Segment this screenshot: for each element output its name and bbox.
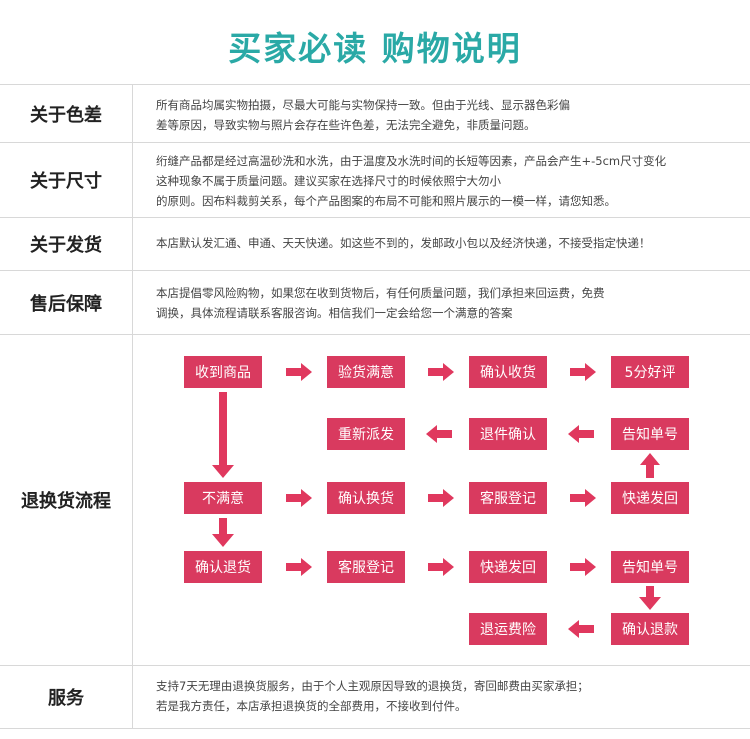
flow-box-return-confirm: 退件确认 bbox=[469, 418, 547, 450]
arrow-right-icon bbox=[570, 489, 596, 507]
row-shipping: 关于发货 本店默认发汇通、申通、天天快递。如这些不到的，发邮政小包以及经济快递，… bbox=[0, 218, 750, 271]
flow-box-notify-tracking-2: 告知单号 bbox=[611, 551, 689, 583]
row-text: 支持7天无理由退换货服务，由于个人主观原因导致的退换货，寄回邮费由买家承担； 若… bbox=[156, 679, 589, 713]
flow-box-confirm-receipt: 确认收货 bbox=[469, 356, 547, 388]
arrow-down-icon bbox=[212, 518, 234, 547]
flow-box-received: 收到商品 bbox=[184, 356, 262, 388]
arrow-right-icon bbox=[570, 558, 596, 576]
arrow-right-icon bbox=[286, 558, 312, 576]
return-flowchart: 收到商品 验货满意 确认收货 5分好评 重新派发 退件确认 告知单号 不满意 确… bbox=[133, 335, 750, 665]
flow-box-resend: 重新派发 bbox=[327, 418, 405, 450]
row-size: 关于尺寸 绗缝产品都是经过高温砂洗和水洗，由于温度及水洗时间的长短等因素，产品会… bbox=[0, 143, 750, 218]
arrow-right-icon bbox=[428, 363, 454, 381]
row-text: 绗缝产品都是经过高温砂洗和水洗，由于温度及水洗时间的长短等因素，产品会产生+-5… bbox=[156, 154, 667, 208]
arrow-left-icon bbox=[568, 425, 594, 443]
row-label: 关于尺寸 bbox=[30, 171, 102, 192]
arrow-left-icon bbox=[426, 425, 452, 443]
row-text: 所有商品均属实物拍摄，尽最大可能与实物保持一致。但由于光线、显示器色彩偏 差等原… bbox=[156, 98, 570, 132]
flow-box-shipping-insurance: 退运费险 bbox=[469, 613, 547, 645]
flow-box-confirm-exchange: 确认换货 bbox=[327, 482, 405, 514]
arrow-left-icon bbox=[568, 620, 594, 638]
arrow-right-icon bbox=[428, 558, 454, 576]
flow-box-inspected: 验货满意 bbox=[327, 356, 405, 388]
flow-box-express-return: 快递发回 bbox=[611, 482, 689, 514]
flow-box-five-star: 5分好评 bbox=[611, 356, 689, 388]
flow-box-service-register: 客服登记 bbox=[469, 482, 547, 514]
row-label: 售后保障 bbox=[30, 293, 102, 315]
arrow-right-icon bbox=[570, 363, 596, 381]
arrow-right-icon bbox=[286, 363, 312, 381]
flow-box-service-register-2: 客服登记 bbox=[327, 551, 405, 583]
flow-box-confirm-refund: 确认退款 bbox=[611, 613, 689, 645]
row-after-sales: 售后保障 本店提倡零风险购物，如果您在收到货物后，有任何质量问题，我们承担来回运… bbox=[0, 271, 750, 335]
flow-box-express-return-2: 快递发回 bbox=[469, 551, 547, 583]
arrow-down-icon bbox=[212, 392, 234, 478]
row-label: 退换货流程 bbox=[21, 491, 111, 512]
row-label: 服务 bbox=[48, 688, 84, 709]
row-color-difference: 关于色差 所有商品均属实物拍摄，尽最大可能与实物保持一致。但由于光线、显示器色彩… bbox=[0, 85, 750, 143]
row-label: 关于发货 bbox=[30, 235, 102, 256]
flow-arrows bbox=[212, 363, 661, 638]
flow-box-confirm-refund-goods: 确认退货 bbox=[184, 551, 262, 583]
arrow-right-icon bbox=[286, 489, 312, 507]
arrow-up-icon bbox=[640, 453, 660, 478]
flow-box-notify-tracking: 告知单号 bbox=[611, 418, 689, 450]
row-label: 关于色差 bbox=[30, 104, 102, 126]
flow-box-unsatisfied: 不满意 bbox=[184, 482, 262, 514]
arrow-down-icon bbox=[639, 586, 661, 610]
row-return-process: 退换货流程 收到商品 验货满意 确认收货 5分好评 重新派发 退件确认 告知单号… bbox=[0, 335, 750, 666]
row-text: 本店提倡零风险购物，如果您在收到货物后，有任何质量问题，我们承担来回运费，免费 … bbox=[156, 286, 605, 320]
row-text: 本店默认发汇通、申通、天天快递。如这些不到的，发邮政小包以及经济快递，不接受指定… bbox=[156, 236, 651, 250]
info-table: 关于色差 所有商品均属实物拍摄，尽最大可能与实物保持一致。但由于光线、显示器色彩… bbox=[0, 84, 750, 729]
arrow-right-icon bbox=[428, 489, 454, 507]
row-service: 服务 支持7天无理由退换货服务，由于个人主观原因导致的退换货，寄回邮费由买家承担… bbox=[0, 666, 750, 728]
page-title: 买家必读 购物说明 bbox=[228, 29, 522, 68]
